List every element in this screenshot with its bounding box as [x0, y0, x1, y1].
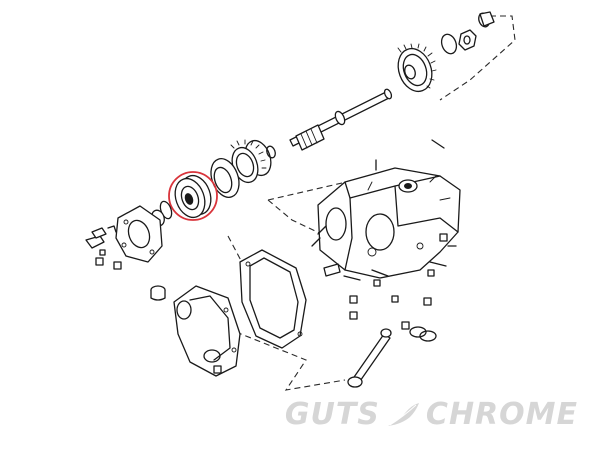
cluster-gear	[230, 139, 276, 184]
bearing[interactable]	[170, 171, 216, 221]
watermark-word-left: GUTS	[284, 397, 380, 432]
transmission-case	[317, 167, 461, 279]
case-studs	[311, 139, 457, 277]
bearing-cover-plate	[115, 205, 163, 263]
watermark-logo: GUTS CHROME	[285, 397, 578, 432]
transmission-end-cover	[173, 285, 241, 377]
thrust-washer	[210, 158, 240, 198]
cover-gasket	[239, 249, 307, 349]
watermark-word-right: CHROME	[425, 397, 578, 432]
feather-icon	[387, 402, 419, 426]
shifter-shaft	[347, 328, 392, 388]
bearing-highlight-circle	[168, 171, 218, 221]
small-hardware	[323, 263, 437, 342]
lock-plates	[85, 225, 122, 270]
main-shaft	[289, 88, 393, 151]
main-drive-gear	[397, 43, 437, 93]
filler-plug	[150, 285, 166, 301]
shaft-nut	[440, 11, 495, 55]
